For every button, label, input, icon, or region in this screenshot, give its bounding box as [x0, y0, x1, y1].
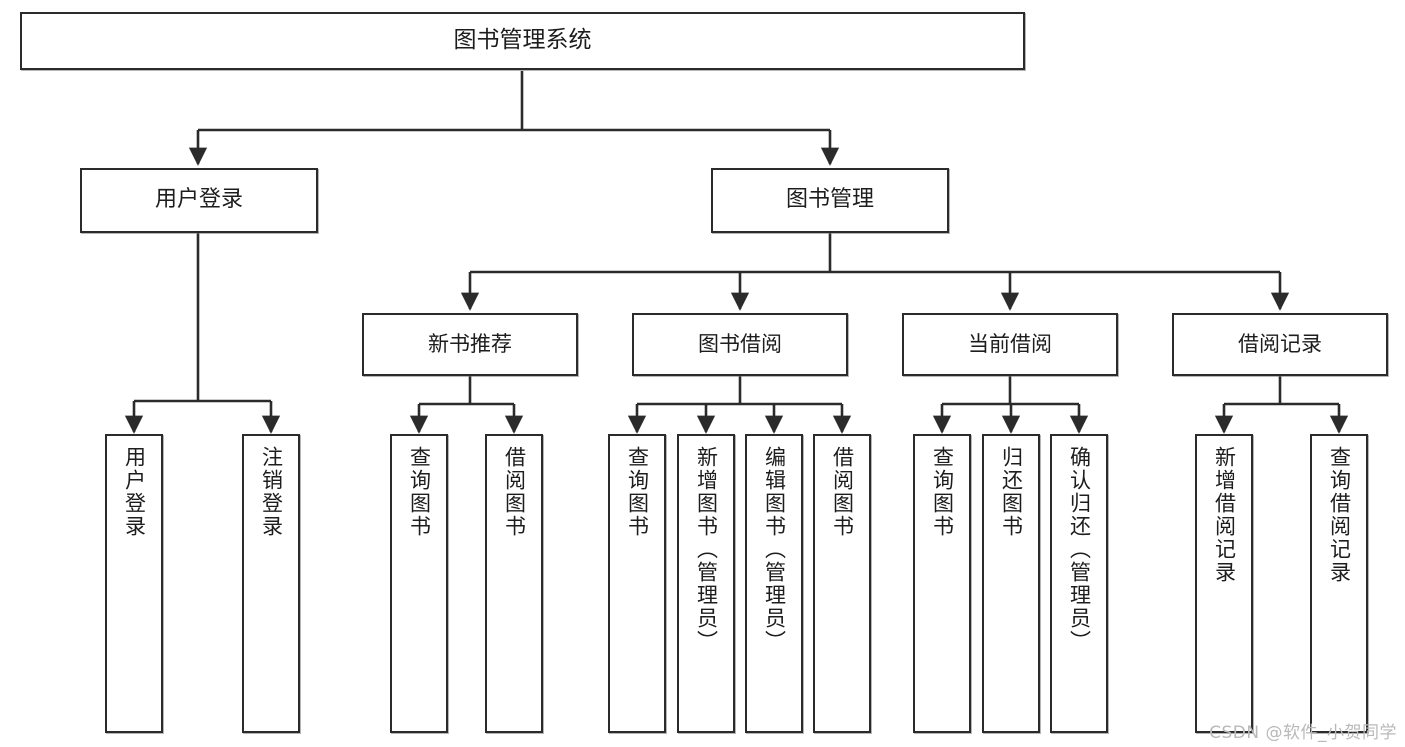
leaf-current-query-book[interactable]: 查询图书	[913, 434, 971, 733]
csdn-watermark: CSDN @软件_小贺同学	[1209, 723, 1397, 743]
node-book-management-label: 图书管理	[785, 187, 874, 213]
leaf-borrow-add-book-admin-label: 新增图书（管理员）	[694, 446, 719, 653]
node-root-system[interactable]: 图书管理系统	[20, 12, 1025, 70]
node-current-borrow-label: 当前借阅	[968, 331, 1052, 356]
leaf-record-query-borrow-record-label: 查询借阅记录	[1327, 446, 1352, 584]
leaf-record-query-borrow-record[interactable]: 查询借阅记录	[1310, 434, 1368, 733]
node-book-borrow-label: 图书借阅	[698, 331, 782, 356]
node-book-borrow[interactable]: 图书借阅	[632, 313, 848, 376]
leaf-borrow-edit-book-admin-label: 编辑图书（管理员）	[762, 446, 787, 653]
leaf-new-book-query-book-label: 查询图书	[407, 446, 432, 538]
leaf-logout-label: 注销登录	[259, 446, 284, 538]
leaf-current-return-book-label: 归还图书	[999, 446, 1024, 538]
node-current-borrow[interactable]: 当前借阅	[902, 313, 1118, 376]
leaf-new-book-borrow-book[interactable]: 借阅图书	[485, 434, 543, 733]
leaf-current-confirm-return-admin[interactable]: 确认归还（管理员）	[1050, 434, 1108, 733]
leaf-record-add-borrow-record-label: 新增借阅记录	[1212, 446, 1237, 584]
leaf-current-confirm-return-admin-label: 确认归还（管理员）	[1067, 446, 1092, 653]
node-user-login[interactable]: 用户登录	[80, 168, 318, 233]
leaf-current-query-book-label: 查询图书	[930, 446, 955, 538]
node-new-book-recommend-label: 新书推荐	[428, 331, 512, 356]
leaf-current-return-book[interactable]: 归还图书	[982, 434, 1040, 733]
node-new-book-recommend[interactable]: 新书推荐	[362, 313, 578, 376]
node-borrow-record[interactable]: 借阅记录	[1172, 313, 1388, 376]
leaf-new-book-query-book[interactable]: 查询图书	[390, 434, 448, 733]
leaf-borrow-borrow-book-label: 借阅图书	[830, 446, 855, 538]
node-root-system-label: 图书管理系统	[453, 27, 592, 54]
leaf-borrow-query-book-label: 查询图书	[625, 446, 650, 538]
leaf-new-book-borrow-book-label: 借阅图书	[502, 446, 527, 538]
node-borrow-record-label: 借阅记录	[1238, 331, 1322, 356]
leaf-borrow-borrow-book[interactable]: 借阅图书	[813, 434, 871, 733]
leaf-borrow-add-book-admin[interactable]: 新增图书（管理员）	[677, 434, 735, 733]
leaf-record-add-borrow-record[interactable]: 新增借阅记录	[1195, 434, 1253, 733]
node-user-login-label: 用户登录	[154, 187, 243, 213]
leaf-borrow-query-book[interactable]: 查询图书	[608, 434, 666, 733]
leaf-user-login[interactable]: 用户登录	[105, 434, 163, 733]
node-book-management[interactable]: 图书管理	[711, 168, 949, 233]
leaf-borrow-edit-book-admin[interactable]: 编辑图书（管理员）	[745, 434, 803, 733]
leaf-logout[interactable]: 注销登录	[242, 434, 300, 733]
leaf-user-login-label: 用户登录	[122, 446, 147, 538]
